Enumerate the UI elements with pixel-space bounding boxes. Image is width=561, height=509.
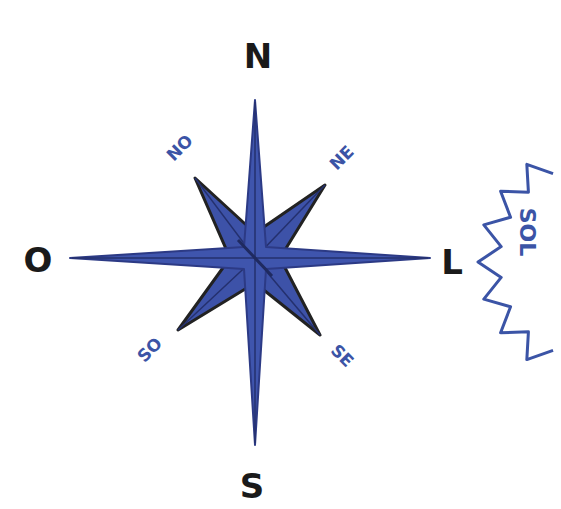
sun-rays bbox=[478, 164, 553, 359]
direction-letter: S bbox=[240, 469, 265, 503]
direction-label: NO bbox=[164, 132, 196, 164]
sun-outline bbox=[470, 150, 561, 380]
direction-label: NE bbox=[327, 143, 357, 173]
direction-letter: L bbox=[441, 245, 463, 279]
direction-label: SO bbox=[135, 335, 166, 366]
main-shading bbox=[72, 102, 428, 443]
direction-letter: N bbox=[244, 39, 272, 73]
main-star bbox=[70, 100, 430, 445]
direction-letter: O bbox=[24, 243, 53, 277]
sun-shape: SOL bbox=[470, 150, 561, 380]
direction-label: SE bbox=[328, 342, 357, 371]
sun-label: SOL bbox=[516, 208, 538, 257]
